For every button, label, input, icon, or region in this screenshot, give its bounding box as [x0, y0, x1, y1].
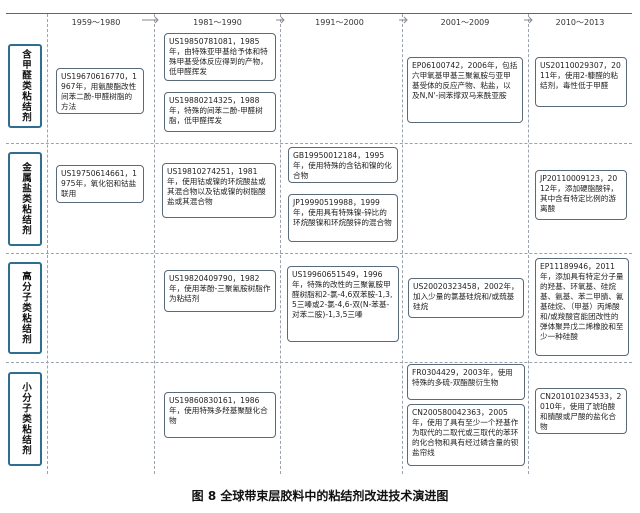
row-label-text: 含甲醛类粘结剂: [20, 49, 31, 123]
patent-box-r2-1991a: GB19950012184，1995年，使用特殊的含钴和镍的化合物: [288, 147, 398, 183]
patent-box-r3-1981: US19820409790，1982年，使用苯酚-三聚氰胺树脂作为粘结剂: [164, 270, 276, 312]
row-label-metal-salt: 金属盐类粘结剂: [8, 152, 42, 246]
timeline-arrow: [524, 16, 533, 24]
period-label-1: 1959～1980: [71, 18, 121, 27]
patent-box-r2-2010: JP20110009123，2012年，添加硬脂酸锌，其中含有特定比例的游离酸: [535, 170, 627, 220]
figure-caption: 图 8 全球带束层胶料中的粘结剂改进技术演进图: [191, 489, 449, 503]
period-label-5: 2010～2013: [555, 18, 605, 27]
patent-box-r1-1981a: US19850781081，1985年，由特殊亚甲基给予体和特殊甲基受体反应得到…: [164, 33, 276, 81]
timeline-arrow: [142, 16, 159, 24]
patent-box-r2-1981: US19810274251，1981年，使用钴或镍的环烷酸盐或其混合物以及钴或镍…: [162, 163, 276, 218]
patent-box-r2-1991b: JP19990519988，1999年，使用具有特殊镍-锌比的环烷酸镍和环烷酸锌…: [288, 194, 398, 242]
patent-box-r1-2001: EP06100742，2006年，包括六甲氧基甲基三聚氰胺与亚甲基受体的反应产物…: [407, 57, 523, 123]
period-label-2: 1981～1990: [193, 18, 242, 27]
row-divider: [6, 253, 632, 254]
row-label-small-molecule: 小分子类粘结剂: [8, 372, 42, 466]
period-divider: [402, 14, 403, 474]
timeline-arrow: [276, 16, 285, 24]
patent-box-r1-2010: US20110029307，2011年，使用2-糠醛的粘结剂，毒性低于甲醛: [535, 57, 627, 107]
period-divider: [280, 14, 281, 474]
row-divider: [6, 143, 632, 144]
row-label-formaldehyde: 含甲醛类粘结剂: [8, 44, 42, 128]
period-label-3: 1991～2000: [315, 18, 364, 27]
patent-box-r1-1959: US19670616770，1967年，用氨酸酯改性间苯二酚-甲醛树脂的方法: [56, 68, 144, 114]
row-divider: [6, 362, 632, 363]
patent-box-r2-1959: US19750614661，1975年，氧化铝和钴盐联用: [56, 165, 144, 203]
row-label-text: 高分子类粘结剂: [20, 271, 31, 345]
patent-box-r4-2001a: FR0304429，2003年，使用特殊的多硫-双酯酸衍生物: [407, 364, 525, 400]
patent-box-r4-2010: CN201010234533，2010年，使用了琥珀酸和腈酸或尸酸的盐化合物: [535, 388, 627, 434]
patent-box-r3-1991: US19960651549，1996年，特殊的改性的三聚氰胺甲醛树脂和2-氯-4…: [287, 266, 399, 342]
header-rule: [6, 13, 632, 14]
row-label-text: 小分子类粘结剂: [20, 382, 31, 456]
patent-box-r1-1981b: US19880214325，1988年，特殊的间苯二酚-甲醛树脂，低甲醛挥发: [164, 92, 276, 132]
row-label-text: 金属盐类粘结剂: [20, 162, 31, 236]
patent-box-r3-2010: EP11189946，2011年，添加具有特定分子量的羟基、环氧基、硅烷基、氨基…: [535, 258, 629, 356]
row-label-polymer: 高分子类粘结剂: [8, 262, 42, 354]
period-divider: [528, 14, 529, 474]
period-label-4: 2001～2009: [440, 18, 490, 27]
patent-box-r4-1981: US19860830161，1986年，使用特殊多羟基聚醚化合物: [164, 392, 276, 438]
timeline-arrow: [399, 16, 408, 24]
patent-box-r3-2001: US20020323458，2002年，加入少量的氯基硅烷和/或巯基硅烷: [408, 278, 524, 318]
patent-box-r4-2001b: CN200580042363，2005年，使用了具有至少一个羟基作为取代的二取代…: [407, 404, 525, 466]
period-divider: [154, 14, 155, 474]
period-divider: [47, 14, 48, 474]
